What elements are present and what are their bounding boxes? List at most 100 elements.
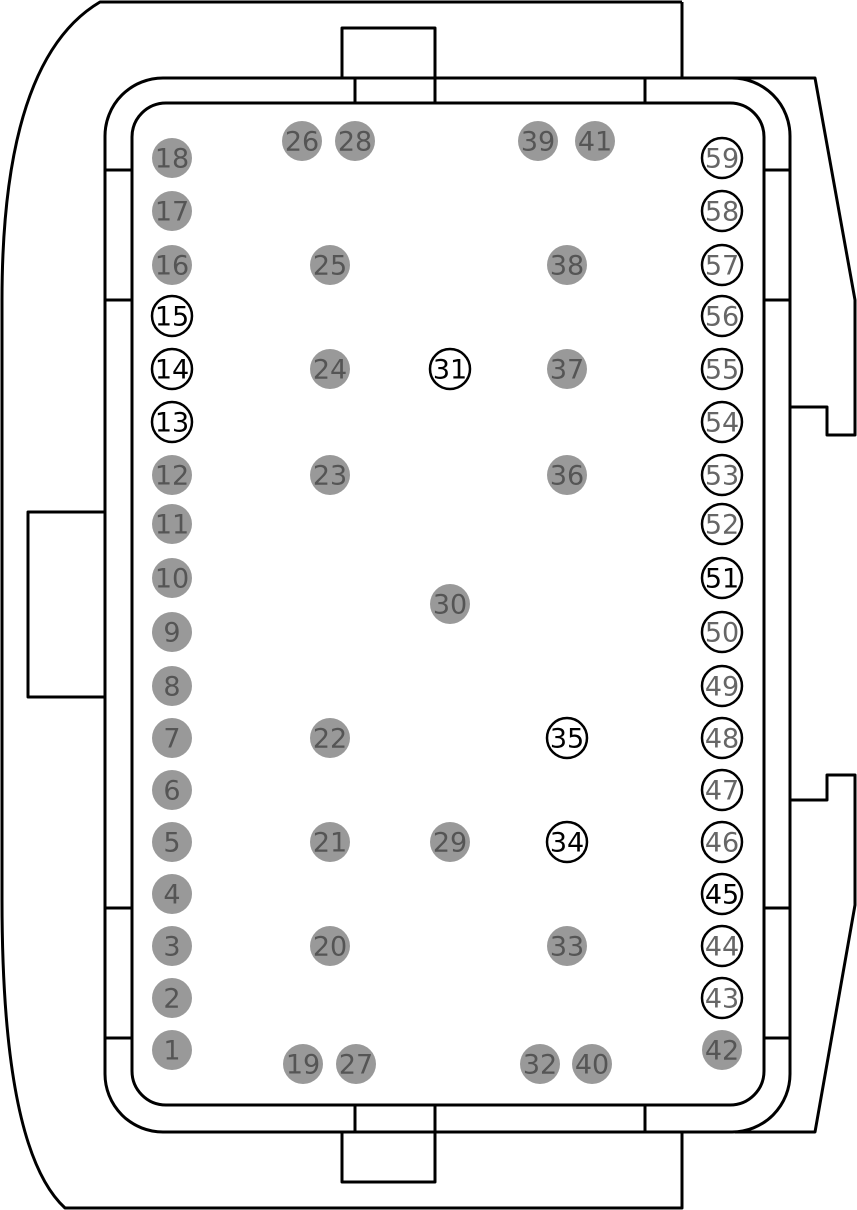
pin-label: 42 xyxy=(705,1036,739,1067)
pin-label: 31 xyxy=(433,355,467,386)
pin-42: 42 xyxy=(702,1030,742,1070)
pin-marker xyxy=(700,556,744,600)
pin-marker xyxy=(518,121,558,161)
pin-label: 49 xyxy=(705,672,739,703)
pin-label: 41 xyxy=(578,127,612,158)
pin-50: 50 xyxy=(700,610,744,654)
pin-22: 22 xyxy=(310,718,350,758)
pin-54: 54 xyxy=(700,400,744,444)
pin-48: 48 xyxy=(700,716,744,760)
pin-marker xyxy=(575,121,615,161)
pin-18: 18 xyxy=(152,138,192,178)
pin-label: 19 xyxy=(286,1050,320,1081)
housing-outer-frame xyxy=(103,76,792,1134)
pin-marker xyxy=(152,1030,192,1070)
pin-3: 3 xyxy=(152,926,192,966)
pin-45: 45 xyxy=(700,872,744,916)
pin-marker xyxy=(152,191,192,231)
pin-label: 21 xyxy=(313,828,347,859)
pin-marker xyxy=(430,822,470,862)
pin-marker xyxy=(700,610,744,654)
pin-marker xyxy=(430,584,470,624)
pin-label: 15 xyxy=(155,302,189,333)
pin-7: 7 xyxy=(152,718,192,758)
pin-label: 26 xyxy=(285,127,319,158)
pin-36: 36 xyxy=(547,455,587,495)
pin-label: 59 xyxy=(705,144,739,175)
pin-label: 23 xyxy=(313,461,347,492)
pin-marker xyxy=(700,976,744,1020)
pin-label: 28 xyxy=(338,127,372,158)
top-key-tab xyxy=(340,26,437,103)
pin-marker xyxy=(152,504,192,544)
pin-40: 40 xyxy=(572,1044,612,1084)
pin-label: 36 xyxy=(550,461,584,492)
pin-41: 41 xyxy=(575,121,615,161)
pin-label: 46 xyxy=(705,828,739,859)
pin-34: 34 xyxy=(545,820,589,864)
pin-55: 55 xyxy=(700,347,744,391)
pin-label: 25 xyxy=(313,251,347,282)
pin-label: 58 xyxy=(705,197,739,228)
pin-label: 1 xyxy=(163,1036,180,1067)
pin-label: 8 xyxy=(163,672,180,703)
pin-15: 15 xyxy=(150,294,194,338)
pin-marker xyxy=(700,453,744,497)
pin-label: 48 xyxy=(705,724,739,755)
pin-52: 52 xyxy=(700,502,744,546)
pin-59: 59 xyxy=(700,136,744,180)
pin-marker xyxy=(310,718,350,758)
pin-label: 2 xyxy=(163,984,180,1015)
pin-field-frame xyxy=(130,101,766,1107)
pin-marker xyxy=(152,558,192,598)
pin-label: 7 xyxy=(163,724,180,755)
pin-1: 1 xyxy=(152,1030,192,1070)
pin-label: 57 xyxy=(705,251,739,282)
pin-31: 31 xyxy=(428,347,472,391)
pin-label: 3 xyxy=(163,932,180,963)
pin-marker xyxy=(152,978,192,1018)
pin-label: 52 xyxy=(705,510,739,541)
pin-28: 28 xyxy=(335,121,375,161)
pin-label: 53 xyxy=(705,461,739,492)
pin-marker xyxy=(700,502,744,546)
pin-marker xyxy=(150,400,194,444)
pin-21: 21 xyxy=(310,822,350,862)
pin-57: 57 xyxy=(700,243,744,287)
pin-label: 32 xyxy=(523,1050,557,1081)
pin-8: 8 xyxy=(152,666,192,706)
pin-marker xyxy=(283,1044,323,1084)
pin-marker xyxy=(700,768,744,812)
pin-marker xyxy=(700,294,744,338)
left-latch-tab xyxy=(26,510,105,699)
pin-label: 14 xyxy=(155,355,189,386)
pin-marker xyxy=(572,1044,612,1084)
pin-marker xyxy=(700,136,744,180)
pin-6: 6 xyxy=(152,770,192,810)
pin-label: 50 xyxy=(705,618,739,649)
pin-51: 51 xyxy=(700,556,744,600)
pin-label: 30 xyxy=(433,590,467,621)
pin-label: 12 xyxy=(155,461,189,492)
pin-label: 34 xyxy=(550,828,584,859)
frame-ribs-right xyxy=(764,168,790,1040)
pin-label: 45 xyxy=(705,880,739,911)
pin-38: 38 xyxy=(547,245,587,285)
pin-marker xyxy=(700,924,744,968)
pin-marker xyxy=(152,666,192,706)
pin-marker xyxy=(520,1044,560,1084)
pin-9: 9 xyxy=(152,612,192,652)
pin-label: 20 xyxy=(313,932,347,963)
pin-marker xyxy=(547,926,587,966)
pin-24: 24 xyxy=(310,349,350,389)
pin-13: 13 xyxy=(150,400,194,444)
pin-12: 12 xyxy=(152,455,192,495)
pin-marker xyxy=(310,245,350,285)
pin-30: 30 xyxy=(430,584,470,624)
pin-label: 44 xyxy=(705,932,739,963)
pin-label: 54 xyxy=(705,408,739,439)
pin-label: 38 xyxy=(550,251,584,282)
pin-label: 10 xyxy=(155,564,189,595)
